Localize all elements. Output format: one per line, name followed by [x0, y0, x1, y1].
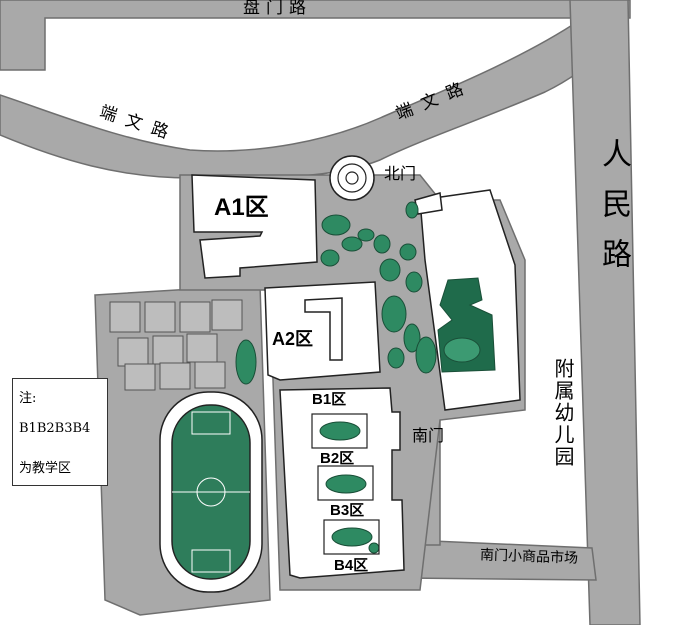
b2-zone-label: B2区 [320, 450, 355, 467]
green-patch [320, 249, 340, 267]
b3-courtyard-green [331, 527, 373, 547]
b2-courtyard [317, 465, 374, 501]
nanmen-market-label: 南门小商品市场 [479, 547, 579, 567]
legend-line-2: 为教学区 [19, 461, 72, 476]
b3-zone-label: B3区 [330, 502, 365, 519]
b1-zone-label: B1区 [312, 391, 347, 408]
b-block-courtyards [311, 413, 380, 555]
building-a2 [264, 281, 381, 381]
rotunda-outer [329, 155, 375, 201]
b3-courtyard [323, 519, 380, 555]
green-areas [235, 201, 496, 554]
legend-line-1: B1B2B3B4 [19, 421, 91, 436]
green-patch [235, 339, 257, 385]
green-patch [403, 323, 421, 353]
b1-courtyard-green [319, 421, 361, 441]
b1-courtyard [311, 413, 368, 449]
penalty-box-bottom [191, 549, 231, 573]
b2-courtyard-green [325, 474, 367, 494]
court [186, 333, 218, 363]
green-patch [405, 201, 419, 219]
green-patch [373, 234, 391, 254]
sports-field [159, 391, 263, 593]
green-dot [368, 542, 380, 554]
north-gate-rotunda [329, 155, 375, 201]
green-patch [321, 214, 351, 236]
court [159, 362, 191, 390]
centre-circle [196, 477, 226, 507]
a2-inner-court [304, 297, 343, 361]
sports-courts [109, 299, 243, 391]
court [179, 301, 211, 333]
garden-highlight [443, 337, 481, 363]
green-patch [379, 258, 401, 282]
green-patch [341, 236, 363, 252]
panmen-road-label: 盘门路 [243, 0, 312, 18]
green-patch [415, 336, 437, 374]
south-gate-label: 南门 [412, 426, 445, 445]
panmen-road [0, 0, 631, 71]
duanwen-road [0, 0, 629, 179]
court [117, 337, 149, 367]
green-patch [399, 243, 417, 261]
renmin-road-label: 人民路 [596, 138, 631, 288]
penalty-box-top [191, 411, 231, 435]
legend-box: 注: B1B2B3B4 为教学区 [12, 378, 108, 486]
green-patch [381, 295, 407, 333]
court [211, 299, 243, 331]
court [124, 363, 156, 391]
court [109, 301, 141, 333]
b4-zone-label: B4区 [334, 557, 369, 574]
green-patch [357, 228, 375, 242]
building-a1 [191, 174, 318, 279]
renmin-road [569, 0, 641, 625]
rotunda-inner [345, 171, 359, 185]
kindergarten-label: 附属幼儿园 [551, 358, 575, 468]
rotunda-mid [337, 163, 367, 193]
green-patch [387, 347, 405, 369]
court [144, 301, 176, 333]
court [152, 335, 184, 365]
legend-title: 注: [19, 391, 37, 406]
north-gate-label: 北门 [384, 164, 417, 183]
court [194, 361, 226, 389]
a2-zone-label: A2区 [272, 329, 314, 349]
a1-zone-label: A1区 [214, 194, 269, 221]
green-patch [405, 271, 423, 293]
